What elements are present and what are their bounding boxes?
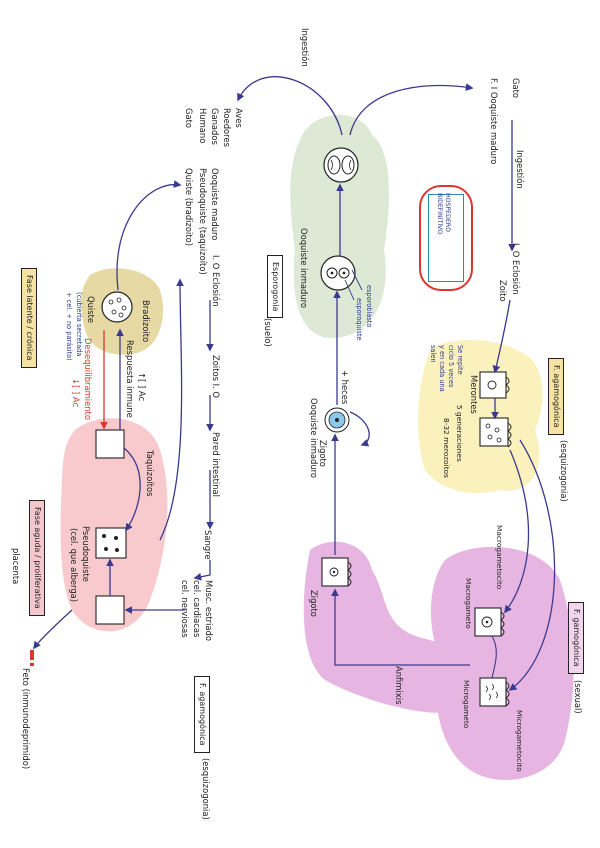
- label-quiste-top: Quiste (bradizoito): [184, 168, 194, 247]
- label-esquizogonia: (esquizogonia): [559, 440, 569, 502]
- label-esquizogonia-bottom: (esquizogonia): [201, 758, 211, 820]
- zygote-cell-icon: [321, 557, 352, 587]
- label-pseudoquiste-pink: Pseudoquiste: [81, 526, 91, 582]
- host-cell-lower: [95, 595, 125, 625]
- label-se-repite-3: y en cada una: [438, 345, 446, 392]
- label-ingestion-right: Ingestión: [515, 150, 525, 189]
- cyst-icon: [101, 291, 133, 323]
- label-ooquiste-inmaduro-2: Ooquiste inmaduro: [309, 398, 319, 479]
- label-placenta: placenta: [11, 548, 21, 585]
- feto-marker-icon: [30, 650, 34, 666]
- label-fi-ooquiste: F. I Ooquiste maduro: [489, 78, 499, 165]
- label-cel-nerviosas: cel. nerviosas: [180, 580, 190, 638]
- label-se-repite-4: salen: [429, 345, 437, 363]
- arrow-pink-to-center: [159, 278, 184, 541]
- label-ac-up: ↑[ ] Ac: [137, 372, 147, 402]
- arrow-pink-to-feto: [33, 609, 73, 650]
- meront-cell-icon: [479, 371, 510, 399]
- label-bradizoito: Bradizoito: [141, 300, 151, 343]
- label-desequilibrio: Desequilibramiento: [83, 338, 93, 420]
- label-io-eclosion-center: I. O Eclosión: [211, 255, 221, 307]
- label-macrogametocito: Macrogametocito: [495, 525, 504, 590]
- badge-line-1: HOSPEDERO: [444, 193, 451, 232]
- arrow-zoito-to-meront: [492, 299, 511, 374]
- label-zoito: Zoito: [498, 280, 508, 302]
- label-suelo: (suelo): [263, 318, 273, 347]
- label-ingestion-top: Ingestión: [300, 28, 310, 67]
- microgametocyte-cell-icon: [479, 677, 510, 707]
- mature-oocyst-icon: [323, 147, 359, 183]
- label-ooquiste-inmaduro: Ooquiste inmaduro: [299, 228, 309, 309]
- label-taquizoitos: Taquizoítos: [145, 450, 155, 497]
- label-cel-parasito: + cel. + no parásito): [65, 292, 73, 361]
- label-aves: Aves: [234, 108, 244, 128]
- pointer-esporoblasto: [351, 269, 363, 291]
- label-microgameto: Microgameto: [462, 680, 471, 729]
- label-pseudoquiste-top: Pseudoquiste (taquizoíto): [198, 168, 208, 275]
- label-cel-cardiacas: cel. cardiacas: [192, 580, 202, 638]
- label-quiste-cyst: Quiste: [86, 296, 96, 324]
- label-se-repite-2: ciclo 5 veces: [447, 345, 455, 388]
- tag-esporogonia: Esporogonia: [267, 255, 283, 319]
- tag-f-gamogonica: F. gamogónica: [568, 602, 584, 674]
- label-sangre: Sangre: [203, 530, 213, 560]
- label-macrogameto: Macrogameto: [464, 578, 473, 629]
- arrow-oocyst-to-gato: [349, 83, 474, 136]
- label-feto: Feto (inmunodeprimido): [21, 668, 31, 770]
- label-anfimixis: Anfimixis: [394, 666, 404, 705]
- tag-fase-aguda: Fase aguda / proliferativa: [29, 500, 45, 616]
- arrow-taquizoitos-loop: [123, 447, 141, 532]
- arrow-zygote-loop: [349, 411, 370, 447]
- host-cell-upper: [95, 429, 125, 459]
- label-respuesta-inmune: Respuesta inmune: [125, 340, 135, 418]
- badge-line-2: BIDEFINITIVO: [436, 193, 444, 235]
- label-humano: Humano: [198, 108, 208, 144]
- tag-fase-latente: Fase latente / crónica: [21, 268, 37, 368]
- label-microgametocito: Microgametocito: [515, 710, 524, 772]
- tag-f-agamogonica-bottom: F. agamogónica: [194, 676, 210, 753]
- label-pared-intestinal: Pared intestinal: [211, 432, 221, 498]
- immature-oocyst-icon: [320, 255, 356, 291]
- label-zoitos-io: Zoitos I. O: [211, 355, 221, 399]
- label-gato-right: Gato: [511, 78, 521, 99]
- lilac-blob-right: [430, 546, 574, 780]
- label-se-repite-1: Se repite: [456, 345, 464, 375]
- label-ac-down: ↓[ ] Ac: [71, 378, 81, 408]
- arrow-cyst-to-hosts: [116, 180, 182, 291]
- zygote-oocyst-icon: [324, 407, 350, 433]
- label-generaciones: 5 generaciones: [455, 405, 464, 462]
- label-ganados: Ganados: [210, 108, 220, 145]
- tag-f-agamogonica: F. agamogónica: [548, 358, 564, 435]
- arrow-oocyst-to-hosts: [237, 76, 343, 136]
- macrogametocyte-cell-icon: [474, 607, 505, 637]
- pink-blob: [60, 418, 168, 632]
- label-heces: + heces: [340, 370, 350, 405]
- label-musc-estriado: Musc. estriado: [204, 580, 214, 641]
- label-io-eclosion-right: I. O Eclosión: [511, 243, 521, 295]
- arrow-sangre-to-tissues: [193, 560, 211, 581]
- label-roedores: Roedores: [222, 108, 232, 147]
- pseudocyst-cell-icon: [95, 527, 127, 559]
- label-esporoblasto: esporoblasto: [365, 285, 373, 328]
- label-ooquiste-maduro-top: Ooquiste maduro: [210, 168, 220, 241]
- label-merontes: Merontes: [469, 375, 479, 414]
- label-cubierta: (cubierta secretada: [75, 292, 83, 357]
- label-cel-alberga: (cel. que alberga): [69, 528, 79, 603]
- label-esporoquiste: esporoquiste: [355, 298, 363, 341]
- arrow-merozoite-to-macro: [504, 449, 530, 614]
- arrow-anfimixis-to-zygote: [331, 588, 470, 666]
- label-sexual: (sexual): [573, 680, 583, 714]
- arrow-merozoite-to-micro: [508, 439, 556, 691]
- label-gato-top: Gato: [184, 108, 194, 129]
- label-merozoitos: 8-32 merozoitos: [442, 418, 451, 478]
- pointer-esporoquiste: [344, 279, 355, 301]
- label-zigoto-cell: Zigoto: [309, 590, 319, 617]
- arrow-gametes-join: [491, 635, 497, 679]
- merozoite-cell-icon: [479, 417, 512, 448]
